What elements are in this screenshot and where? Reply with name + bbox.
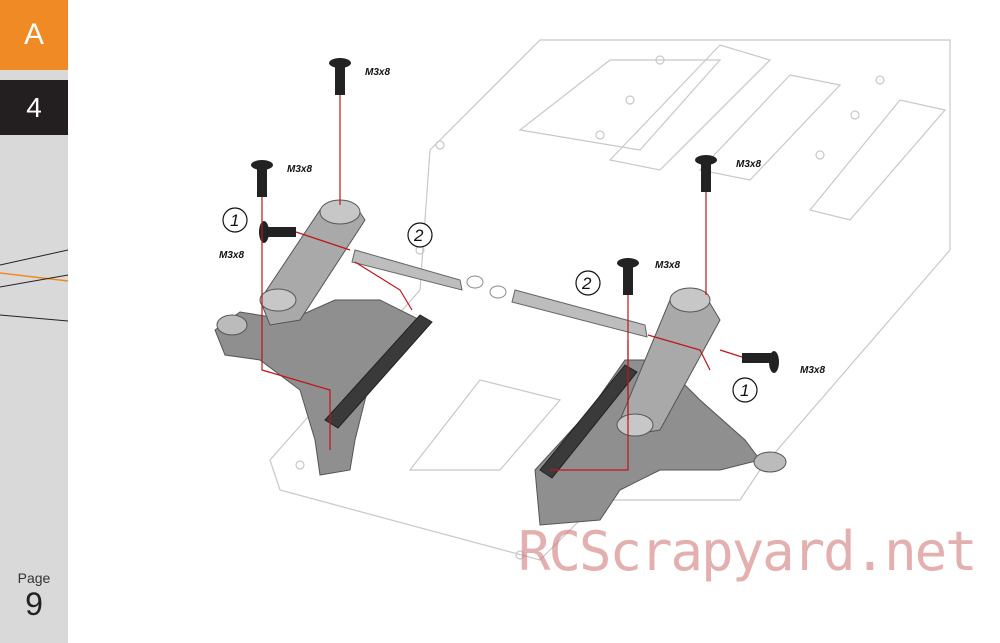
assembly-diagram: M3x8 M3x8 M3x8 M3x8 M3x8 M3x8 1 2 2 1 — [214, 39, 951, 561]
shaft-assembly — [351, 249, 648, 338]
step-circle-right-screw: 1 — [732, 377, 758, 403]
screw-callout-side-right: M3x8 — [800, 365, 825, 376]
page-number: 9 — [25, 586, 43, 622]
screw-callout-right-top: M3x8 — [736, 159, 761, 170]
screw-callout-top-left: M3x8 — [287, 164, 312, 175]
svg-text:2: 2 — [581, 274, 592, 293]
step-number-tab: 4 — [0, 80, 68, 135]
screw-callout-right-mid: M3x8 — [655, 260, 680, 271]
right-mount-arm — [616, 287, 721, 437]
svg-text:1: 1 — [740, 381, 749, 400]
chassis-plate — [269, 39, 951, 561]
svg-text:1: 1 — [230, 211, 239, 230]
sidebar: A 4 Page 9 — [0, 0, 68, 643]
left-mount-arm — [259, 199, 366, 326]
svg-text:2: 2 — [413, 226, 424, 245]
step-circle-right-shaft: 2 — [575, 270, 601, 296]
right-shock-tower — [534, 359, 787, 526]
step-circle-left-shaft: 2 — [407, 222, 433, 248]
screw-callout-side-left: M3x8 — [219, 250, 244, 261]
sidebar-decoration-lines — [0, 249, 68, 322]
section-letter-tab: A — [0, 0, 68, 70]
watermark: RCScrapyard.net — [518, 520, 978, 583]
screw-callout-top-center: M3x8 — [365, 67, 390, 78]
step-circle-left-screw: 1 — [222, 207, 248, 233]
guide-lines — [261, 95, 743, 471]
page-label: Page — [17, 570, 51, 586]
